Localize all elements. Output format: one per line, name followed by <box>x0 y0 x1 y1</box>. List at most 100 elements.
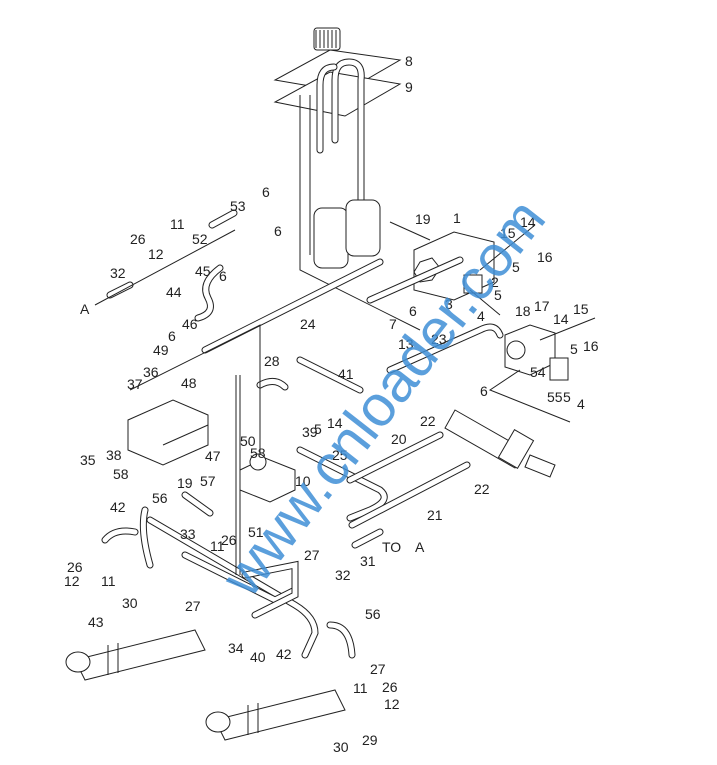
part-label: 4 <box>477 308 485 324</box>
part-label: 22 <box>474 481 490 497</box>
part-label: 14 <box>520 214 536 230</box>
part-label: 12 <box>64 573 80 589</box>
part-label: TO <box>382 539 401 555</box>
part-label: 58 <box>113 466 129 482</box>
part-label: 26 <box>67 559 83 575</box>
part-label: 39 <box>302 424 318 440</box>
part-label: 37 <box>127 376 143 392</box>
part-label: 14 <box>327 415 343 431</box>
part-label: 4 <box>577 396 585 412</box>
lift-cylinder-left <box>65 629 206 681</box>
part-label: 42 <box>276 646 292 662</box>
pump-17 <box>488 317 596 423</box>
part-label: 26 <box>382 679 398 695</box>
part-label: 48 <box>181 375 197 391</box>
part-label: 20 <box>391 431 407 447</box>
part-label: 57 <box>200 473 216 489</box>
part-label: 47 <box>205 448 221 464</box>
steering-cylinder <box>444 409 556 478</box>
part-label: 31 <box>360 553 376 569</box>
part-label: 36 <box>143 364 159 380</box>
part-label: 7 <box>389 316 397 332</box>
part-label: 5 <box>563 389 571 405</box>
part-label: 24 <box>300 316 316 332</box>
part-label: 1 <box>453 210 461 226</box>
part-label: 51 <box>248 524 264 540</box>
part-label: 30 <box>333 739 349 755</box>
part-label: 40 <box>250 649 266 665</box>
part-label: 50 <box>240 433 256 449</box>
part-label: 56 <box>365 606 381 622</box>
part-label: 27 <box>185 598 201 614</box>
part-label: 27 <box>370 661 386 677</box>
part-label: 44 <box>166 284 182 300</box>
part-label: 21 <box>427 507 443 523</box>
part-label: 26 <box>221 532 237 548</box>
part-label: 41 <box>338 366 354 382</box>
part-label: 10 <box>295 473 311 489</box>
part-label: 29 <box>362 732 378 748</box>
part-label: 46 <box>182 316 198 332</box>
part-label: 2 <box>491 274 499 290</box>
part-label: 52 <box>192 231 208 247</box>
part-label: 5 <box>314 421 322 437</box>
part-label: 25 <box>332 447 348 463</box>
part-label: 35 <box>80 452 96 468</box>
part-label: 6 <box>219 268 227 284</box>
part-label: 18 <box>515 303 531 319</box>
part-label: 27 <box>304 547 320 563</box>
part-label: 56 <box>152 490 168 506</box>
part-label: 11 <box>170 216 185 232</box>
part-label: 49 <box>153 342 169 358</box>
part-label: 11 <box>353 680 368 696</box>
part-label: 26 <box>130 231 146 247</box>
part-label: 55 <box>547 389 563 405</box>
part-label: 16 <box>583 338 599 354</box>
part-label: 11 <box>101 573 116 589</box>
part-label: 17 <box>534 298 550 314</box>
control-valve <box>127 399 296 503</box>
part-label: 8 <box>405 53 413 69</box>
part-label: A <box>80 301 90 317</box>
part-label: 6 <box>168 328 176 344</box>
part-label: 5 <box>494 287 502 303</box>
part-label: 14 <box>553 311 569 327</box>
part-label: 6 <box>262 184 270 200</box>
part-label: 30 <box>122 595 138 611</box>
part-label: 32 <box>335 567 351 583</box>
part-label: 3 <box>445 296 453 312</box>
part-label: 38 <box>106 447 122 463</box>
part-label: 42 <box>110 499 126 515</box>
part-label: 43 <box>88 614 104 630</box>
part-label: 34 <box>228 640 244 656</box>
part-label: 15 <box>500 225 516 241</box>
part-label: 33 <box>180 526 196 542</box>
part-label: 58 <box>250 445 266 461</box>
part-label: 5 <box>512 259 520 275</box>
part-label: 54 <box>530 364 546 380</box>
part-label: 12 <box>384 696 400 712</box>
part-label: 11 <box>210 538 225 554</box>
part-label: 6 <box>480 383 488 399</box>
part-label: 19 <box>415 211 431 227</box>
hose-lines <box>94 209 504 659</box>
part-label: 19 <box>177 475 193 491</box>
part-label: 15 <box>573 301 589 317</box>
part-label: 16 <box>537 249 553 265</box>
part-label: 22 <box>420 413 436 429</box>
part-label: 45 <box>195 263 211 279</box>
part-label: 12 <box>148 246 164 262</box>
part-label: 53 <box>230 198 246 214</box>
part-label: 5 <box>570 341 578 357</box>
part-label: 13 <box>398 336 414 352</box>
part-label: 23 <box>431 331 447 347</box>
part-label: 6 <box>409 303 417 319</box>
reservoir-assembly <box>273 27 421 331</box>
part-label: A <box>415 539 425 555</box>
part-label: 9 <box>405 79 413 95</box>
lift-cylinder-right <box>205 689 346 741</box>
part-label: 32 <box>110 265 126 281</box>
